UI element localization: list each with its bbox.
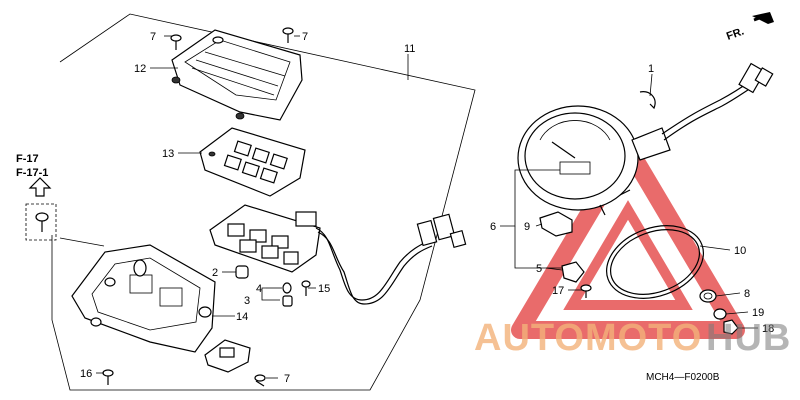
- nut-17: [580, 284, 592, 298]
- callout-12: 12: [134, 63, 146, 75]
- cushion-8: [699, 289, 717, 303]
- callout-16: 16: [80, 368, 92, 380]
- ref-label-f17: F-17: [16, 153, 39, 165]
- watermark-text-hub: HUB: [706, 317, 791, 359]
- callout-13: 13: [162, 148, 174, 160]
- socket-tray: [209, 204, 467, 305]
- group-outline: [51, 13, 476, 391]
- callout-19: 19: [752, 307, 764, 319]
- callout-7a: 7: [150, 31, 156, 43]
- callout-2: 2: [212, 267, 218, 279]
- circuit-board: [199, 127, 306, 197]
- ref-arrow: [28, 177, 52, 197]
- callout-5: 5: [536, 263, 542, 275]
- screw-7-top-right: [282, 27, 294, 43]
- lower-case: [59, 237, 216, 353]
- callout-11: 11: [404, 43, 415, 55]
- callout-7c: 7: [284, 373, 290, 385]
- watermark-text-automoto: AUTOMOTO: [474, 317, 702, 359]
- callout-8: 8: [744, 288, 750, 300]
- speedometer-cable: [605, 225, 705, 299]
- callout-1: 1: [648, 63, 654, 75]
- callout-9: 9: [524, 221, 530, 233]
- callout-15: 15: [318, 283, 330, 295]
- front-direction-arrow: [752, 12, 774, 24]
- callout-6: 6: [490, 221, 496, 233]
- bracket-9: [539, 211, 573, 237]
- diagram-code: MCH4—F0200B: [646, 372, 720, 383]
- screw-7-top-left: [170, 34, 182, 50]
- speedometer: [517, 62, 774, 216]
- bulb-3-4: [282, 282, 293, 307]
- clip-1: [639, 91, 656, 110]
- ref-label-f17-1: F-17-1: [16, 167, 48, 179]
- front-direction-label: FR.: [725, 25, 746, 42]
- screw-7-bottom: [254, 374, 266, 387]
- small-bracket: [204, 339, 251, 373]
- callout-10: 10: [734, 245, 746, 257]
- screw-15: [301, 280, 311, 296]
- ref-clip: [25, 203, 57, 241]
- leader-lines: [96, 35, 758, 379]
- top-cover: [171, 29, 303, 121]
- grommet-5: [561, 261, 585, 283]
- nut-18: [723, 319, 739, 335]
- watermark-logo: [511, 139, 745, 339]
- callout-7b: 7: [302, 31, 308, 43]
- callout-4: 4: [256, 283, 262, 295]
- callout-14: 14: [236, 311, 248, 323]
- callout-3: 3: [244, 295, 250, 307]
- grommet-2: [235, 265, 249, 279]
- callout-18: 18: [762, 323, 774, 335]
- screw-16: [102, 369, 114, 385]
- callout-17: 17: [552, 285, 564, 297]
